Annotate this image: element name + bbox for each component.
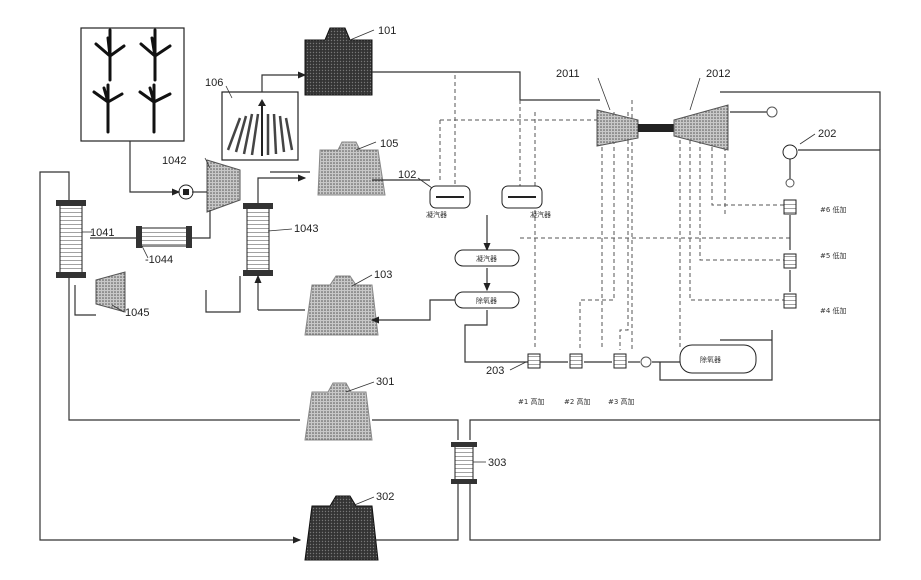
steam-plant-piping — [372, 72, 880, 540]
heat-exchanger-1043 — [243, 203, 273, 276]
label-202: 202 — [818, 128, 836, 140]
label-hp1: #1 高加 — [518, 397, 545, 406]
heater-lp6 — [784, 200, 796, 214]
label-hp3: #3 高加 — [608, 397, 635, 406]
tower-301 — [305, 383, 372, 440]
label-101: 101 — [378, 25, 396, 37]
turbine-2012 — [674, 105, 728, 150]
tower-103 — [305, 276, 378, 335]
solar-field — [222, 92, 298, 160]
heater-hp3 — [614, 354, 626, 368]
tower-302 — [305, 496, 378, 560]
turbine-shaft — [638, 124, 674, 132]
label-lp5: #5 低加 — [820, 251, 847, 260]
wind-farm — [81, 28, 184, 141]
label-tank-b: 除氧器 — [476, 296, 497, 305]
label-302: 302 — [376, 491, 394, 503]
label-102: 102 — [398, 169, 416, 181]
heater-lp4 — [784, 294, 796, 308]
label-1041: 1041 — [90, 227, 114, 239]
label-2011: 2011 — [556, 68, 580, 80]
label-303: 303 — [488, 457, 506, 469]
label-condenser-a: 凝汽器 — [426, 210, 447, 219]
heat-exchanger-1041 — [56, 200, 86, 278]
generator-icon — [179, 185, 193, 199]
condenser-102-right — [502, 186, 542, 208]
label-106: 106 — [205, 77, 223, 89]
heater-hp1 — [528, 354, 540, 368]
label-103: 103 — [374, 269, 392, 281]
tower-105 — [318, 142, 385, 195]
turbine-1045 — [96, 272, 125, 312]
label-lp6: #6 低加 — [820, 205, 847, 214]
label-2012: 2012 — [706, 68, 730, 80]
heat-exchanger-303 — [451, 442, 477, 484]
label-tank-a: 凝汽器 — [476, 254, 497, 263]
label-1043: 1043 — [294, 223, 318, 235]
label-1044: -1044 — [145, 254, 173, 266]
turbine-1042 — [207, 160, 240, 212]
label-1042: 1042 — [162, 155, 186, 167]
heater-hp2 — [570, 354, 582, 368]
label-105: 105 — [380, 138, 398, 150]
label-condenser-b: 凝汽器 — [530, 210, 551, 219]
label-lp4: #4 低加 — [820, 306, 847, 315]
label-deaerator: 除氧器 — [700, 355, 721, 364]
heat-exchanger-1044 — [136, 226, 192, 248]
label-1045: 1045 — [125, 307, 149, 319]
label-hp2: #2 高加 — [564, 397, 591, 406]
label-301: 301 — [376, 376, 394, 388]
heater-lp5 — [784, 254, 796, 268]
label-203: 203 — [486, 365, 504, 377]
tower-101 — [305, 28, 372, 95]
condenser-102-left — [430, 186, 470, 208]
leader-lines — [82, 30, 815, 506]
